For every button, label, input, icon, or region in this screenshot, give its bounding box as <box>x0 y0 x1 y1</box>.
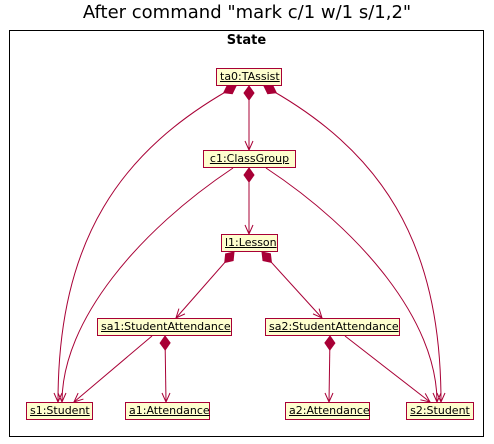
object-s2[interactable]: s2:Student <box>406 402 474 420</box>
object-sa1[interactable]: sa1:StudentAttendance <box>97 318 232 336</box>
relation-ta0-s1 <box>53 84 237 404</box>
object-a2[interactable]: a2:Attendance <box>285 402 370 420</box>
relation-line <box>57 85 237 403</box>
relation-sa1-s1 <box>73 335 153 403</box>
composition-diamond <box>224 251 235 264</box>
relation-line <box>265 167 438 403</box>
relation-sa2-a2 <box>324 335 336 404</box>
object-ta0[interactable]: ta0:TAssist <box>216 68 282 86</box>
relation-line <box>263 85 442 403</box>
relation-sa1-a1 <box>159 335 171 404</box>
diagram-title: After command "mark c/1 w/1 s/1,2" <box>82 2 412 23</box>
composition-diamond <box>159 335 171 351</box>
relation-ta0-s2 <box>263 84 446 404</box>
relation-c1-s1 <box>57 167 234 404</box>
relation-l1-sa2 <box>261 251 323 319</box>
object-a1[interactable]: a1:Attendance <box>125 402 210 420</box>
state-frame-label: State <box>226 33 267 48</box>
object-c1[interactable]: c1:ClassGroup <box>203 150 296 168</box>
relation-ta0-c1 <box>243 85 255 152</box>
relation-sa2-s2 <box>344 335 431 403</box>
composition-diamond <box>263 84 278 95</box>
relation-l1-sa1 <box>175 251 235 319</box>
relation-line <box>61 167 234 403</box>
state-frame: State <box>9 30 484 437</box>
relation-line <box>344 335 431 403</box>
object-l1[interactable]: l1:Lesson <box>221 234 278 252</box>
object-sa2[interactable]: sa2:StudentAttendance <box>265 318 400 336</box>
composition-diamond <box>243 85 255 101</box>
relation-line <box>261 251 323 319</box>
relation-line <box>73 335 153 403</box>
composition-diamond <box>222 84 237 95</box>
composition-diamond <box>261 251 272 263</box>
composition-diamond <box>243 167 255 183</box>
composition-diamond <box>324 335 336 351</box>
relation-c1-l1 <box>243 167 255 236</box>
object-s1[interactable]: s1:Student <box>26 402 93 420</box>
